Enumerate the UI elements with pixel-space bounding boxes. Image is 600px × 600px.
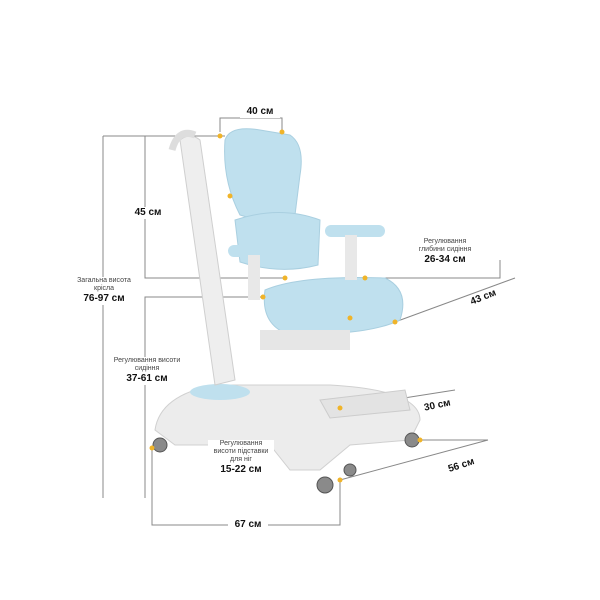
base-accent [190, 384, 250, 400]
footrest [319, 389, 411, 419]
back-height-label: 45 см [128, 207, 168, 219]
wheels [152, 432, 420, 494]
seat-height-label: Регулювання висоти сидіння 37-61 см [112, 357, 182, 385]
caption: Регулювання висоти сидіння [113, 357, 181, 373]
measurement-markers [149, 129, 423, 483]
value: 26-34 см [424, 254, 466, 266]
value: 76-97 см [83, 293, 125, 305]
value: 15-22 см [220, 464, 262, 476]
total-height-label: Загальна висота крісла 76-97 см [72, 277, 136, 305]
backrest-lower [234, 212, 321, 270]
handle [168, 129, 197, 152]
footrest-height-label: Регулювання висоти підставки для ніг 15-… [208, 440, 274, 476]
base-width-label: 67 см [228, 519, 268, 531]
seat-mechanism [260, 330, 350, 350]
caption: Регулювання висоти підставки для ніг [213, 440, 269, 464]
seat [263, 277, 404, 336]
armrest-right [325, 225, 385, 237]
armrest-left [228, 245, 288, 257]
value: 37-61 см [126, 373, 168, 385]
back-width-label: 40 см [240, 106, 280, 118]
caption: Регулювання глибини сидіння [418, 238, 472, 254]
armrest-post-left [248, 255, 260, 300]
backrest-upper [224, 128, 302, 221]
armrest-post-right [345, 235, 357, 280]
seat-depth-label: Регулювання глибини сидіння 26-34 см [410, 238, 480, 266]
caption: Загальна висота крісла [77, 277, 131, 293]
